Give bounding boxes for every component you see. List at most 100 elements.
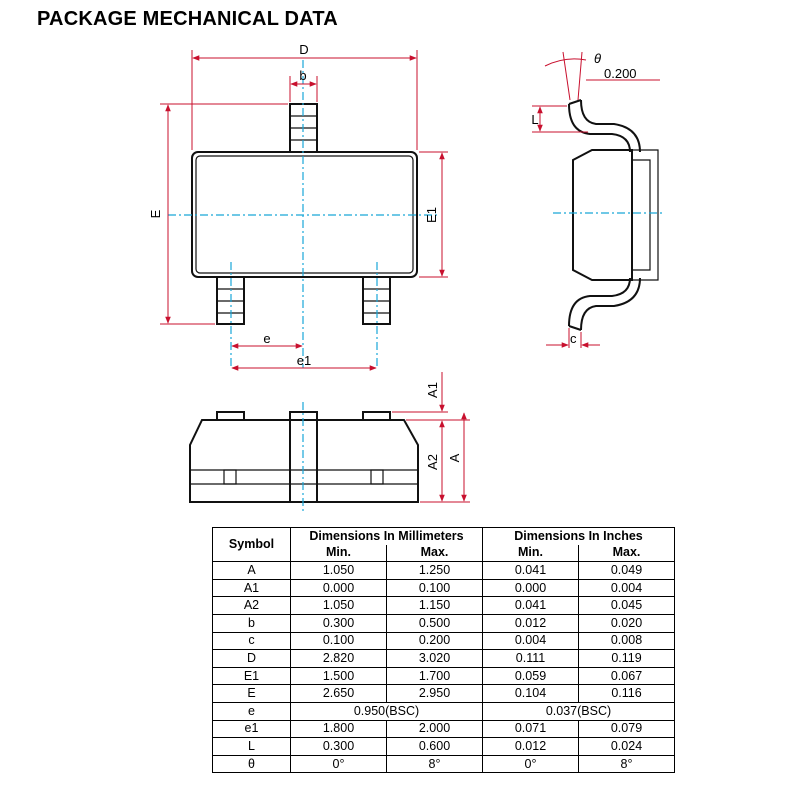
cell-mm-max: 2.000 [386,719,483,739]
cell-in-max: 0.049 [577,561,676,580]
dim-label-D: D [299,42,308,57]
header-mm-min: Min. [290,544,387,563]
cell-in-min: 0.000 [482,578,579,598]
cell-in-min: 0.111 [482,649,579,668]
cell-in-max: 0.079 [577,719,676,739]
header-in-min: Min. [482,544,579,563]
cell-in-min: 0° [482,754,579,774]
cell-mm-min: 1.800 [290,719,387,739]
cell-in-min: 0.104 [482,684,579,703]
cell-mm-max: 1.250 [386,561,483,580]
cell-symbol: c [212,631,291,651]
cell-mm-max: 0.500 [386,613,483,633]
cell-mm-min: 0.300 [290,613,387,633]
cell-symbol: θ [212,754,291,774]
dimensions-table: Symbol Dimensions In Millimeters Dimensi… [212,526,676,774]
cell-mm-max: 8° [386,754,483,774]
cell-in-bsc: 0.037(BSC) [481,701,676,721]
cell-in-max: 0.119 [577,649,676,668]
cell-in-max: 0.067 [577,666,676,686]
dim-label-E: E [148,209,163,218]
cell-in-min: 0.012 [482,613,579,633]
cell-mm-max: 1.700 [386,666,483,686]
cell-in-min: 0.012 [482,737,579,756]
lead-front-left [216,411,245,421]
dim-label-c: c [570,331,577,346]
package-body-front [189,419,419,503]
cell-mm-min: 0.300 [290,737,387,756]
cell-mm-max: 0.200 [386,631,483,651]
dim-label-tolerance: 0.200 [604,66,637,81]
cell-mm-max: 0.100 [386,578,483,598]
dim-label-A2: A2 [425,454,440,470]
cell-in-min: 0.004 [482,631,579,651]
cell-in-max: 0.020 [577,613,676,633]
cell-mm-min: 1.500 [290,666,387,686]
cell-mm-max: 1.150 [386,596,483,615]
cell-symbol: E [212,684,291,703]
header-inches: Dimensions In Inches [481,526,676,545]
cell-mm-max: 3.020 [386,649,483,668]
cell-mm-min: 1.050 [290,596,387,615]
cell-symbol: D [212,649,291,668]
dim-label-e: e [263,331,270,346]
cell-mm-min: 1.050 [290,561,387,580]
cell-mm-min: 2.650 [290,684,387,703]
cell-in-max: 8° [577,754,676,774]
cell-symbol: e [212,701,291,721]
cell-symbol: E1 [212,666,291,686]
cell-mm-bsc: 0.950(BSC) [290,701,483,721]
header-in-max: Max. [577,544,676,563]
dim-label-A1: A1 [425,382,440,398]
cell-mm-max: 2.950 [386,684,483,703]
cell-symbol: L [212,737,291,756]
cell-symbol: A [212,561,291,580]
dim-label-b: b [299,68,306,83]
cell-mm-max: 0.600 [386,737,483,756]
cell-symbol: e1 [212,719,291,739]
cell-in-max: 0.008 [577,631,676,651]
cell-in-min: 0.059 [482,666,579,686]
cell-in-max: 0.045 [577,596,676,615]
cell-in-max: 0.004 [577,578,676,598]
cell-mm-min: 0° [290,754,387,774]
top-view: D b E E1 e e1 [148,42,448,371]
cell-in-min: 0.071 [482,719,579,739]
cell-in-max: 0.116 [577,684,676,703]
page-title: PACKAGE MECHANICAL DATA [37,8,338,30]
cell-symbol: A2 [212,596,291,615]
cell-symbol: A1 [212,578,291,598]
package-body-side [572,149,633,281]
header-mm-max: Max. [386,544,483,563]
front-view: A1 A2 A [189,372,470,512]
lead-front-right [362,411,391,421]
dim-label-L: L [531,112,538,127]
cell-mm-min: 0.000 [290,578,387,598]
cell-in-min: 0.041 [482,596,579,615]
cell-in-max: 0.024 [577,737,676,756]
dim-label-theta: θ [594,51,601,66]
header-symbol: Symbol [212,526,291,562]
cell-symbol: b [212,613,291,633]
dim-label-A: A [447,453,462,462]
cell-mm-min: 0.100 [290,631,387,651]
header-millimeters: Dimensions In Millimeters [290,526,483,545]
dim-label-E1: E1 [424,207,439,223]
dim-label-e1: e1 [297,353,311,368]
cell-in-min: 0.041 [482,561,579,580]
side-view: θ 0.200 L c [531,51,664,348]
